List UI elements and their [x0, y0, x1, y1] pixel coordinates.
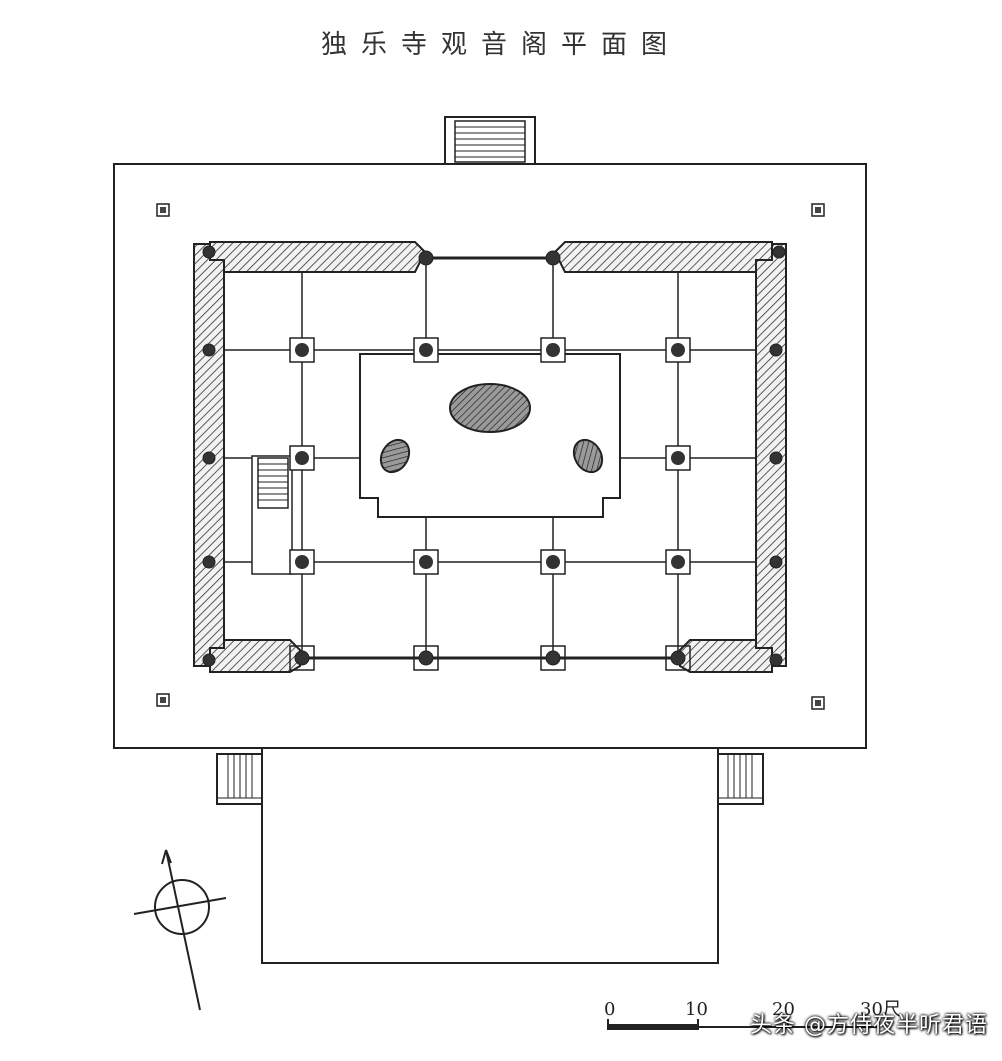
- front-left-stair: [216, 753, 263, 805]
- top-stair: [444, 116, 536, 165]
- plan-title: 独乐寺观音阁平面图: [320, 30, 681, 60]
- right-attendant-base: [572, 438, 604, 474]
- scale-label-20: 20: [772, 999, 795, 1020]
- main-statue-base: [449, 383, 531, 433]
- corner-markers: [156, 203, 825, 710]
- front-terrace: [261, 747, 719, 964]
- left-attendant-base: [379, 438, 411, 474]
- watermark: 头条 @方侍夜半听君语: [750, 1013, 988, 1038]
- scale-label-30: 30尺: [860, 999, 901, 1020]
- interior-stair: [251, 455, 293, 575]
- scale-label-0: 0: [604, 999, 615, 1020]
- front-right-stair: [717, 753, 764, 805]
- compass-icon: [133, 849, 227, 1011]
- scale-bar: 0 10 20 30尺: [604, 999, 901, 1030]
- central-altar: [359, 353, 621, 518]
- columns: [202, 245, 786, 671]
- scale-label-10: 10: [685, 999, 708, 1020]
